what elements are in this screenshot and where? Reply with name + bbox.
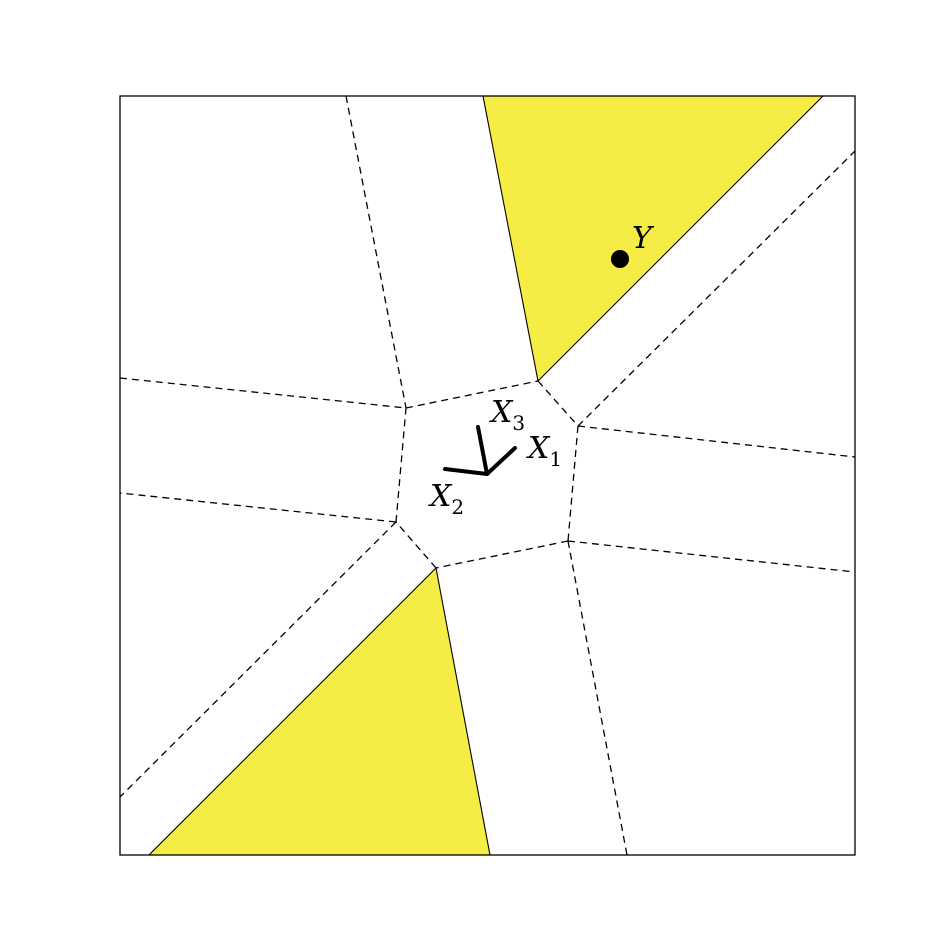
dashed-line [567,425,579,542]
dashed-line [537,380,579,427]
label-x1-sub: 1 [549,447,562,471]
dashed-line [119,377,407,409]
dashed-line [577,150,856,427]
label-x3-sub: 3 [512,411,525,435]
shaded-region-top [482,95,825,383]
label-x1: X1 [526,431,562,471]
label-x1-main: X [526,431,551,466]
dashed-line [567,540,856,573]
dashed-line [567,540,628,856]
dashed-line [395,407,407,523]
dashed-line [435,540,569,569]
shaded-region-bottom [147,566,491,856]
label-x2: X2 [428,479,464,519]
segment-x2 [443,467,489,476]
dashed-line [119,492,397,523]
segment-x1 [485,446,517,476]
dashed-line [345,95,407,409]
dashed-line [577,425,856,458]
label-y: Y [632,221,655,256]
plot-frame [119,95,856,856]
segment-x3 [476,425,489,476]
dashed-partition-lines [119,95,856,856]
segment-bundle [443,425,517,476]
dashed-line [395,521,437,569]
label-x3-main: X [489,395,514,430]
label-x2-sub: 2 [451,495,464,519]
point-y [611,250,629,268]
label-x2-main: X [428,479,453,514]
label-x3: X3 [489,395,525,435]
dashed-line [119,521,397,798]
dashed-line [405,380,539,409]
